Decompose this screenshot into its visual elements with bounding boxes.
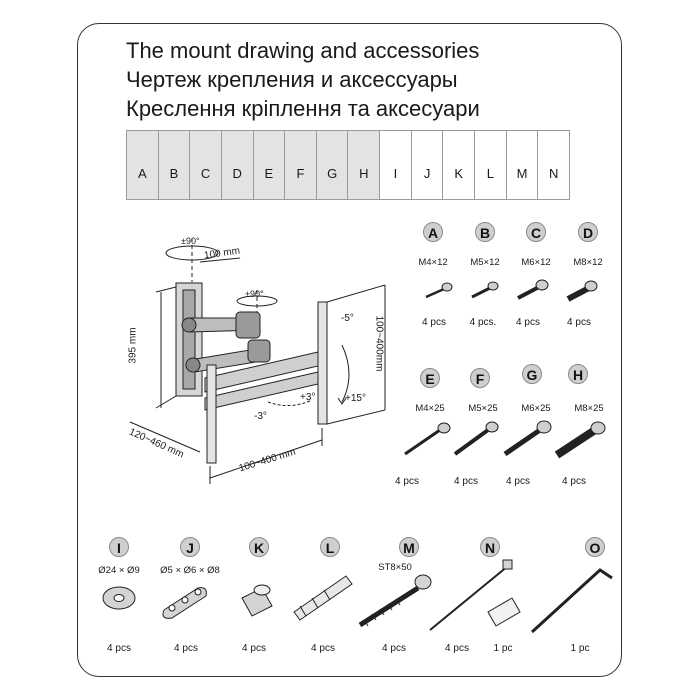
page-frame <box>77 23 622 677</box>
qty-n: 4 pcs <box>445 643 469 654</box>
tube-n2-image <box>487 597 521 627</box>
badge-c: C <box>526 222 546 242</box>
title-ukrainian: Креслення кріплення та аксесуари <box>126 96 480 121</box>
swivel-left-label: -3° <box>254 411 267 422</box>
qty-e: 4 pcs <box>395 476 419 487</box>
badge-d: D <box>578 222 598 242</box>
screw-g-image <box>503 420 552 457</box>
wall-hinge-lower <box>185 357 201 373</box>
screw-c-image <box>517 279 549 300</box>
tv-rail-left <box>206 364 217 464</box>
size-e: M4×25 <box>415 403 445 414</box>
badge-k: K <box>249 537 269 557</box>
qty-f: 4 pcs <box>454 476 478 487</box>
arm-depth-dim-line <box>199 257 241 263</box>
tilt-down-label: +15° <box>345 393 366 404</box>
vesa-h-dimension-line <box>209 439 323 479</box>
rotation-label-mid: ±90° <box>245 289 264 299</box>
tilt-arc <box>341 344 350 403</box>
size-d: M8×12 <box>573 257 603 268</box>
screw-b-image <box>471 281 499 299</box>
legend-row: A B C D E F G H I J K L M N <box>126 130 570 200</box>
legend-cell-d: D <box>220 130 254 200</box>
badge-g: G <box>522 364 542 384</box>
qty-a: 4 pcs <box>422 317 446 328</box>
size-m: ST8×50 <box>378 562 412 573</box>
spacer-k-image <box>241 584 273 617</box>
anchor-l-image <box>293 575 353 621</box>
legend-cell-e: E <box>252 130 286 200</box>
title-english: The mount drawing and accessories <box>126 38 480 63</box>
tilt-up-label: -5° <box>341 313 354 324</box>
badge-i: I <box>109 537 129 557</box>
cable-tie-n-image <box>429 559 513 631</box>
wall-hinge-upper <box>181 317 197 333</box>
legend-cell-f: F <box>284 130 317 200</box>
swivel-arc <box>267 399 313 406</box>
qty-c: 4 pcs <box>516 317 540 328</box>
qty-o: 1 pc <box>570 643 590 654</box>
qty-n2: 1 pc <box>493 643 513 654</box>
badge-o: O <box>585 537 605 557</box>
legend-cell-g: G <box>315 130 349 200</box>
legend-cell-n: N <box>537 130 570 200</box>
qty-j: 4 pcs <box>174 643 198 654</box>
rotation-label-top: ±90° <box>181 236 200 246</box>
height-dim-tick-top <box>155 286 177 293</box>
badge-f: F <box>470 368 490 388</box>
legend-cell-b: B <box>157 130 191 200</box>
legend-cell-c: C <box>189 130 222 200</box>
screw-f-image <box>453 421 499 456</box>
extend-dimension-line <box>129 421 201 453</box>
tilt-arrow <box>337 397 347 405</box>
badge-m: M <box>399 537 419 557</box>
lag-bolt-m-image <box>358 574 432 628</box>
size-g: M6×25 <box>521 403 551 414</box>
qty-m: 4 pcs <box>382 643 406 654</box>
badge-j: J <box>180 537 200 557</box>
qty-g: 4 pcs <box>506 476 530 487</box>
height-dim-tick-bottom <box>155 395 177 409</box>
qty-i: 4 pcs <box>107 643 131 654</box>
allen-key-o-image <box>530 568 613 634</box>
badge-b: B <box>475 222 495 242</box>
swivel-right-label: +3° <box>300 392 316 403</box>
legend-cell-k: K <box>442 130 476 200</box>
screw-a-image <box>425 282 453 299</box>
size-b: M5×12 <box>470 257 500 268</box>
badge-h: H <box>568 364 588 384</box>
screw-h-image <box>554 421 606 459</box>
badge-e: E <box>420 368 440 388</box>
arm-joint-upper <box>235 311 261 339</box>
badge-n: N <box>480 537 500 557</box>
tv-rail-right <box>317 301 328 425</box>
size-h: M8×25 <box>574 403 604 414</box>
size-i: Ø24 × Ø9 <box>98 565 140 576</box>
qty-d: 4 pcs <box>567 317 591 328</box>
badge-l: L <box>320 537 340 557</box>
qty-b: 4 pcs. <box>469 317 497 328</box>
qty-l: 4 pcs <box>311 643 335 654</box>
size-j: Ø5 × Ø6 × Ø8 <box>160 565 220 576</box>
vesa-v-tick-bottom <box>326 409 386 425</box>
size-f: M5×25 <box>468 403 498 414</box>
qty-h: 4 pcs <box>562 476 586 487</box>
washer-i-image <box>102 586 136 610</box>
vesa-v-tick-top <box>326 284 386 303</box>
title-russian: Чертеж крепления и аксессуары <box>126 67 458 92</box>
screw-e-image <box>404 422 451 456</box>
badge-a: A <box>423 222 443 242</box>
qty-k: 4 pcs <box>242 643 266 654</box>
spacer-j-image <box>162 587 207 619</box>
parts-legend-table: A B C D E F G H I J K L M N <box>126 130 570 200</box>
size-a: M4×12 <box>418 257 448 268</box>
legend-cell-l: L <box>474 130 507 200</box>
arm-joint-lower <box>247 339 271 363</box>
screw-d-image <box>566 280 598 302</box>
size-c: M6×12 <box>521 257 551 268</box>
legend-cell-h: H <box>347 130 381 200</box>
